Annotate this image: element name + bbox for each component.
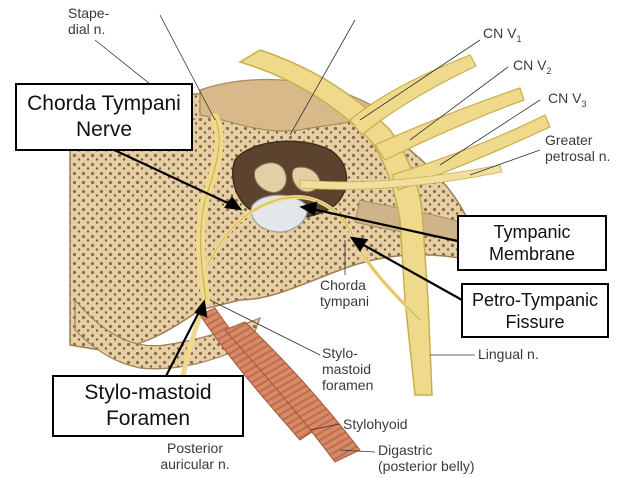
callout-chorda-tympani-line1: Chorda Tympani bbox=[27, 92, 181, 115]
cn-v2-branch bbox=[374, 87, 525, 161]
greater-petrosal-line2: petrosal n. bbox=[545, 148, 611, 164]
stapedial-label-line2: dial n. bbox=[68, 21, 106, 37]
callout-tympanic-line1: Tympanic bbox=[493, 222, 571, 242]
posterior-auricular-label: Posterior auricular n. bbox=[140, 440, 250, 472]
callout-stylomastoid-line1: Stylo-mastoid bbox=[84, 381, 212, 404]
greater-petrosal-line1: Greater bbox=[545, 132, 593, 148]
chorda-tympani-line1: Chorda bbox=[320, 277, 366, 293]
facial-nerve-outline bbox=[200, 117, 220, 301]
leader-lines bbox=[94, 14, 541, 453]
cn-v1-label-sub: 1 bbox=[516, 33, 522, 44]
cn-v-trunk bbox=[238, 49, 433, 396]
greater-petrosal-nerve bbox=[299, 164, 503, 190]
cn-v1-branch bbox=[349, 54, 477, 136]
cn-v2-label-sub: 2 bbox=[546, 65, 552, 76]
callout-petro-line1: Petro-Tympanic bbox=[471, 289, 599, 310]
posterior-auricular-line2: auricular n. bbox=[160, 456, 230, 472]
cn-v1-label: CN V1 bbox=[483, 25, 521, 47]
cn-v3-label-sub: 3 bbox=[581, 98, 587, 109]
lingual-label: Lingual n. bbox=[478, 346, 539, 362]
cn-v3-label-base: CN V bbox=[548, 90, 582, 106]
callout-chorda-tympani-nerve: Chorda Tympani Nerve bbox=[15, 83, 193, 151]
cn-v1-label-base: CN V bbox=[483, 25, 517, 41]
cn-v3-label: CN V3 bbox=[548, 90, 586, 112]
chorda-tympani-outline bbox=[207, 196, 421, 321]
stylomastoid-line2: mastoid bbox=[322, 361, 372, 377]
callout-tympanic-membrane: Tympanic Membrane bbox=[457, 215, 607, 271]
callout-stylomastoid-line2: Foramen bbox=[105, 407, 191, 430]
stylomastoid-label: Stylo- mastoid foramen bbox=[322, 345, 373, 393]
stapedial-label: Stape- dial n. bbox=[68, 5, 109, 37]
stylomastoid-line3: foramen bbox=[322, 377, 374, 393]
stapedial-label-line1: Stape- bbox=[68, 5, 110, 21]
callout-stylomastoid-foramen: Stylo-mastoid Foramen bbox=[52, 375, 244, 437]
posterior-auricular-line1: Posterior bbox=[166, 440, 224, 456]
stylohyoid-text: Stylohyoid bbox=[343, 416, 408, 432]
callout-tympanic-line2: Membrane bbox=[488, 244, 576, 264]
stylomastoid-line1: Stylo- bbox=[322, 345, 358, 361]
chorda-tympani-line2: tympani bbox=[320, 293, 370, 309]
cn-v2-label: CN V2 bbox=[513, 57, 551, 79]
digastric-line2: (posterior belly) bbox=[378, 458, 475, 474]
lingual-text: Lingual n. bbox=[478, 346, 539, 362]
cn-v2-label-base: CN V bbox=[513, 57, 547, 73]
digastric-line1: Digastric bbox=[378, 442, 433, 458]
callout-arrows bbox=[109, 147, 463, 379]
callout-chorda-tympani-line2: Nerve bbox=[75, 118, 133, 141]
callout-petro-tympanic-fissure: Petro-Tympanic Fissure bbox=[461, 283, 609, 338]
chorda-tympani-label: Chorda tympani bbox=[320, 277, 369, 309]
stylohyoid-label: Stylohyoid bbox=[343, 416, 408, 432]
greater-petrosal-label: Greater petrosal n. bbox=[545, 132, 610, 164]
digastric-label: Digastric (posterior belly) bbox=[378, 442, 474, 474]
callout-petro-line2: Fissure bbox=[505, 311, 565, 332]
